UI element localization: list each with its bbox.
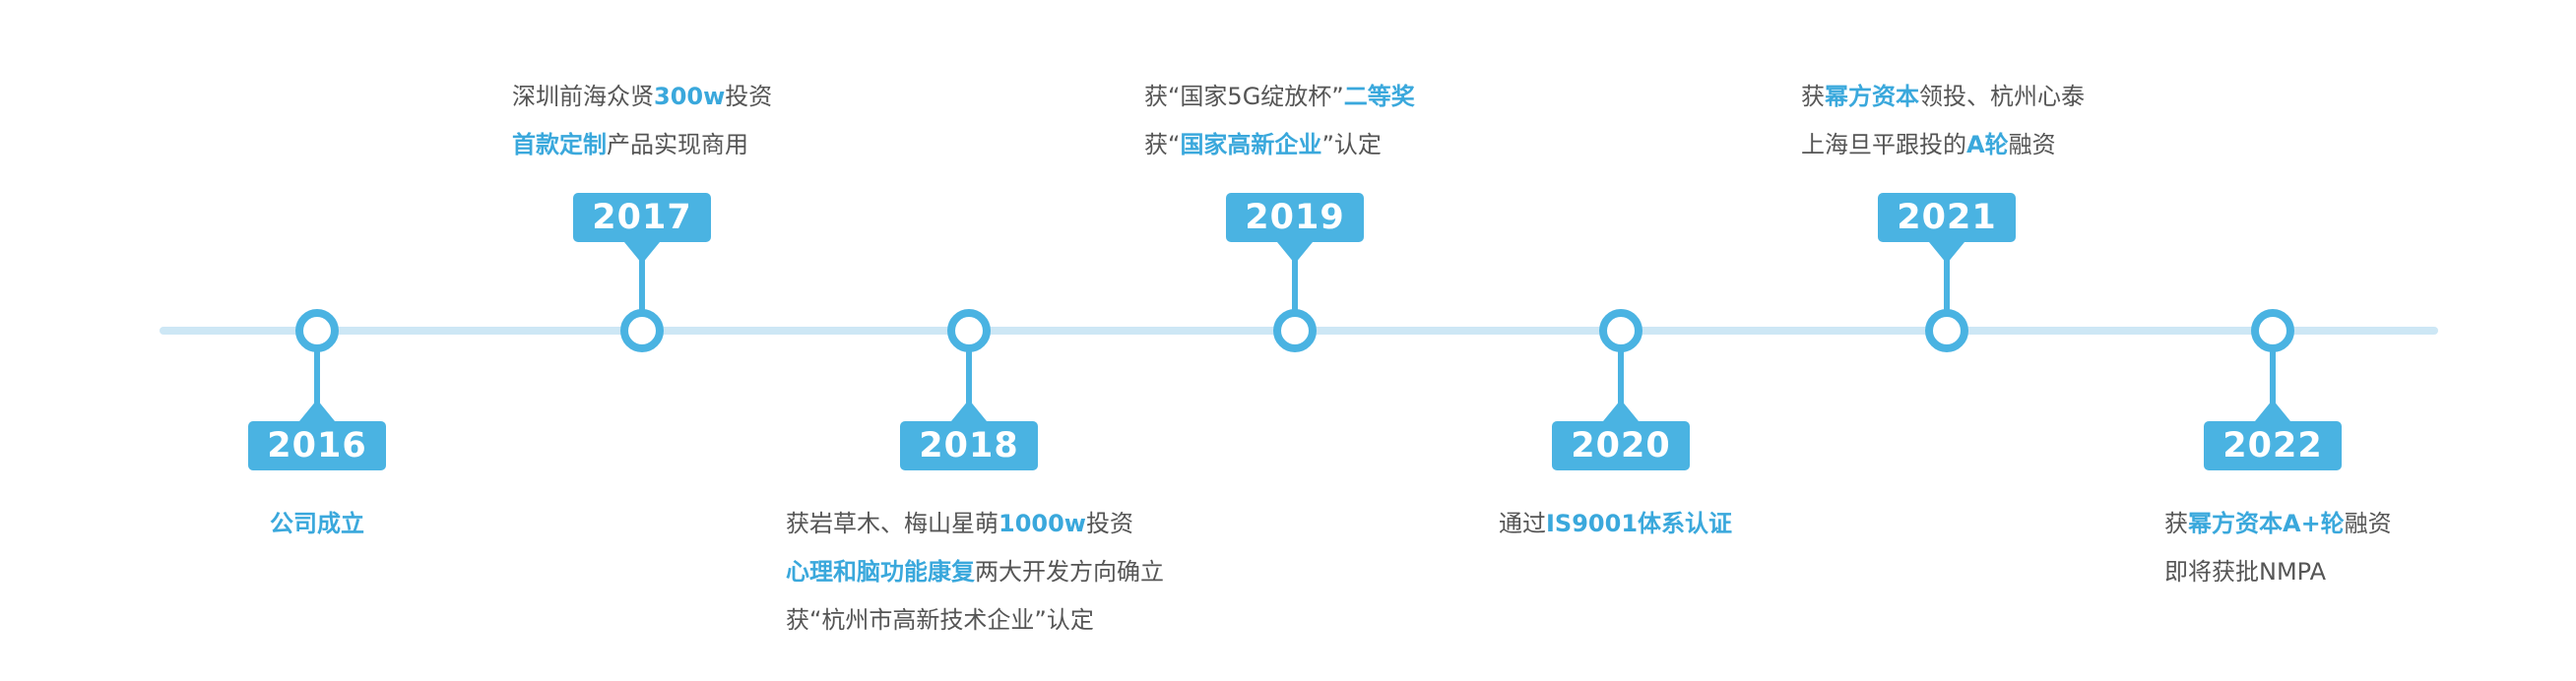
- badge-pointer: [951, 400, 987, 421]
- timeline-node: [2251, 309, 2294, 352]
- highlight-text: 二等奖: [1343, 83, 1415, 110]
- timeline-node: [1925, 309, 1968, 352]
- milestone-text-line: 心理和脑功能康复两大开发方向确立: [786, 556, 1164, 588]
- year-badge: 2020: [1552, 421, 1690, 470]
- text-segment: 获“: [1144, 131, 1181, 158]
- badge-pointer: [1277, 242, 1313, 264]
- text-segment: 获: [2164, 510, 2188, 537]
- highlight-text: 公司成立: [270, 510, 364, 537]
- year-badge: 2016: [248, 421, 386, 470]
- timeline-node: [1273, 309, 1317, 352]
- connector-stem: [1292, 258, 1298, 313]
- text-segment: 投资: [1085, 510, 1133, 537]
- badge-pointer: [624, 242, 660, 264]
- year-badge: 2021: [1878, 193, 2016, 242]
- connector-stem: [2270, 346, 2276, 403]
- timeline-node: [620, 309, 664, 352]
- text-segment: 通过: [1499, 510, 1546, 537]
- text-segment: 获“杭州市高新技术企业”认定: [786, 606, 1094, 634]
- milestone-text-line: 首款定制产品实现商用: [512, 129, 748, 160]
- highlight-text: 首款定制: [512, 131, 607, 158]
- highlight-text: 1000w: [998, 510, 1086, 537]
- milestone-text-line: 即将获批NMPA: [2164, 556, 2326, 588]
- milestone-text-line: 公司成立: [270, 508, 364, 539]
- milestone-text-line: 获“杭州市高新技术企业”认定: [786, 604, 1094, 636]
- text-segment: 获: [1801, 83, 1825, 110]
- text-segment: 上海旦平跟投的: [1801, 131, 1966, 158]
- timeline-node: [295, 309, 339, 352]
- timeline-node: [1599, 309, 1642, 352]
- connector-stem: [1944, 258, 1950, 313]
- year-badge: 2018: [900, 421, 1038, 470]
- text-segment: 获“国家5G绽放杯”: [1144, 83, 1344, 110]
- milestone-text-line: 获幂方资本A+轮融资: [2164, 508, 2392, 539]
- highlight-text: IS9001体系认证: [1546, 510, 1733, 537]
- connector-stem: [639, 258, 645, 313]
- badge-pointer: [2255, 400, 2290, 421]
- milestone-text-line: 获“国家5G绽放杯”二等奖: [1144, 81, 1415, 112]
- highlight-text: 幂方资本A+轮: [2188, 510, 2345, 537]
- year-badge: 2019: [1226, 193, 1364, 242]
- connector-stem: [314, 346, 320, 403]
- connector-stem: [1618, 346, 1624, 403]
- text-segment: 即将获批NMPA: [2164, 558, 2327, 586]
- highlight-text: 心理和脑功能康复: [786, 558, 975, 586]
- connector-stem: [966, 346, 972, 403]
- text-segment: 投资: [725, 83, 773, 110]
- text-segment: 融资: [2008, 131, 2056, 158]
- highlight-text: 300w: [654, 83, 726, 110]
- text-segment: 领投、杭州心泰: [1919, 83, 2085, 110]
- badge-pointer: [1603, 400, 1639, 421]
- milestone-text-line: 深圳前海众贤300w投资: [512, 81, 772, 112]
- year-badge: 2017: [573, 193, 711, 242]
- text-segment: 深圳前海众贤: [512, 83, 654, 110]
- text-segment: 获岩草木、梅山星萌: [786, 510, 998, 537]
- milestone-text-line: 获幂方资本领投、杭州心泰: [1801, 81, 2085, 112]
- milestone-text-line: 获“国家高新企业”认定: [1144, 129, 1382, 160]
- text-segment: 融资: [2344, 510, 2392, 537]
- text-segment: ”认定: [1321, 131, 1382, 158]
- timeline-node: [947, 309, 991, 352]
- text-segment: 产品实现商用: [607, 131, 748, 158]
- year-badge: 2022: [2204, 421, 2342, 470]
- milestone-text-line: 上海旦平跟投的A轮融资: [1801, 129, 2056, 160]
- milestone-text-line: 获岩草木、梅山星萌1000w投资: [786, 508, 1133, 539]
- badge-pointer: [1929, 242, 1964, 264]
- badge-pointer: [299, 400, 335, 421]
- highlight-text: 幂方资本: [1825, 83, 1919, 110]
- highlight-text: 国家高新企业: [1180, 131, 1322, 158]
- milestone-text-line: 通过IS9001体系认证: [1499, 508, 1732, 539]
- highlight-text: A轮: [1966, 131, 2009, 158]
- text-segment: 两大开发方向确立: [975, 558, 1164, 586]
